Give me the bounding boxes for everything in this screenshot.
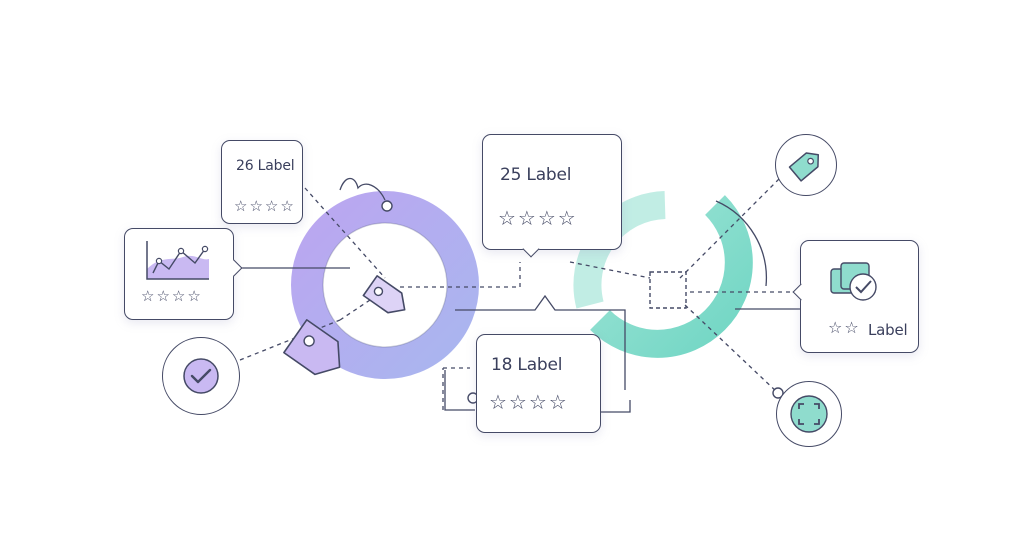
check-circle-node[interactable] bbox=[162, 337, 240, 415]
purple-ring-inner-outline bbox=[322, 222, 448, 348]
connector-lines bbox=[239, 177, 795, 410]
dashed-box-icon bbox=[649, 271, 687, 309]
tag-icon bbox=[362, 275, 406, 314]
focus-frame-icon bbox=[790, 395, 828, 433]
area-chart-icon bbox=[146, 241, 209, 280]
tag-string bbox=[339, 177, 386, 201]
card-label: Label bbox=[868, 321, 908, 339]
label-card-26[interactable]: 26 Label ☆☆☆☆ bbox=[221, 140, 303, 224]
chart-card[interactable]: ☆☆☆☆ bbox=[124, 228, 234, 320]
tag-circle-node[interactable] bbox=[775, 134, 837, 196]
card-label: 26 Label bbox=[236, 158, 295, 174]
solid-connectors bbox=[234, 267, 800, 413]
check-circle-icon bbox=[183, 358, 219, 394]
teal-ring bbox=[590, 195, 753, 358]
rating-stars: ☆☆☆☆ bbox=[489, 390, 569, 414]
tag-icon bbox=[788, 152, 820, 182]
cards-check-icon bbox=[830, 262, 877, 301]
label-card-25[interactable]: 25 Label ☆☆☆☆ bbox=[482, 134, 622, 250]
card-label: 18 Label bbox=[491, 355, 563, 375]
rating-stars: ☆☆☆☆ bbox=[234, 197, 296, 215]
tag-icon bbox=[283, 319, 341, 376]
rating-stars: ☆☆☆☆ bbox=[141, 287, 203, 305]
teal-ring-accent bbox=[715, 200, 768, 287]
rating-stars: ☆☆ bbox=[828, 318, 861, 337]
label-card-18[interactable]: 18 Label ☆☆☆☆ bbox=[476, 334, 601, 433]
card-label: 25 Label bbox=[500, 165, 572, 185]
focus-circle-node[interactable] bbox=[776, 381, 842, 447]
node-dot bbox=[381, 200, 393, 212]
rating-stars: ☆☆☆☆ bbox=[498, 206, 578, 230]
label-card-right[interactable]: ☆☆ Label bbox=[800, 240, 919, 353]
